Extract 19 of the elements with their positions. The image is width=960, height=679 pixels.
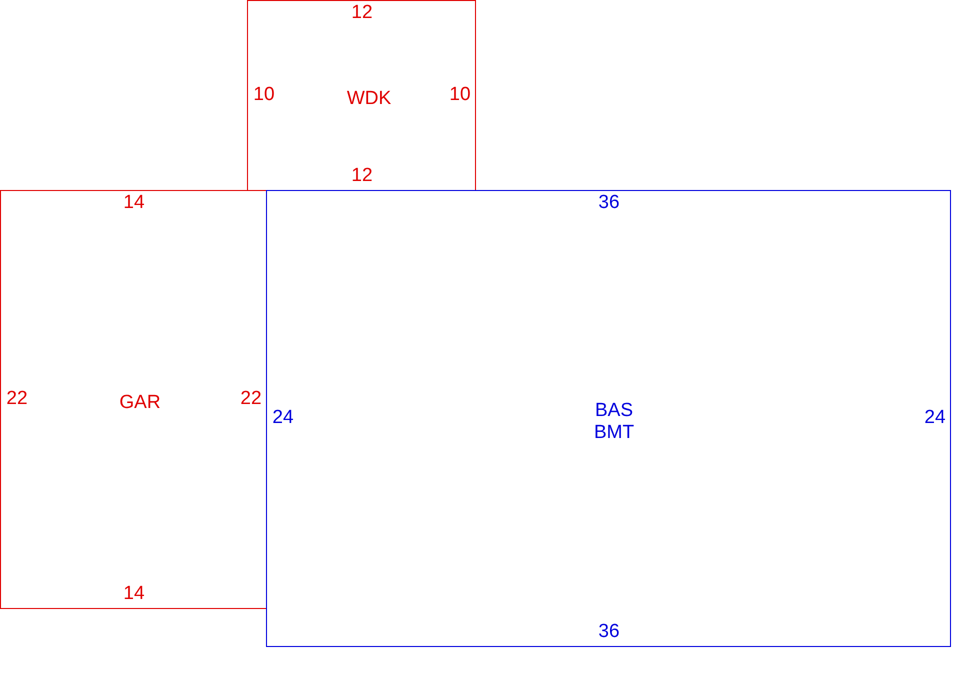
dimension-label: 36 <box>598 192 620 214</box>
room-outline <box>266 190 951 647</box>
dimension-label: 12 <box>351 165 373 187</box>
dimension-label: 10 <box>253 84 275 106</box>
dimension-label: 12 <box>351 2 373 24</box>
dimension-label: 22 <box>240 388 262 410</box>
dimension-label: 24 <box>924 407 946 429</box>
dimension-label: 22 <box>6 388 28 410</box>
room-outline <box>247 0 476 191</box>
dimension-label: 36 <box>598 621 620 643</box>
room-label: WDK <box>346 88 392 110</box>
room-label: BAS <box>594 400 634 422</box>
dimension-label: 14 <box>123 192 145 214</box>
dimension-label: 14 <box>123 583 145 605</box>
room-label: BMT <box>594 422 634 444</box>
room-outline <box>0 190 267 609</box>
room-label: GAR <box>119 392 161 414</box>
dimension-label: 10 <box>449 84 471 106</box>
dimension-label: 24 <box>272 407 294 429</box>
